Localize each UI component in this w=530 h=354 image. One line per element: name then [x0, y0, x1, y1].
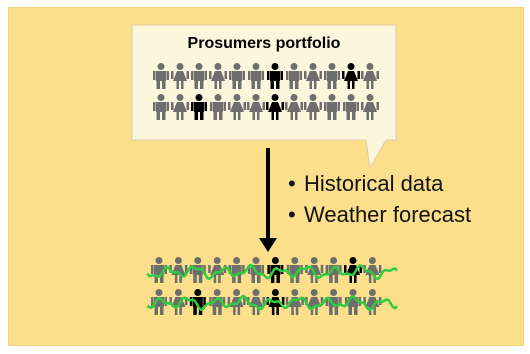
forecast-person-r2-c6: [247, 289, 265, 315]
down-arrow-head: [259, 238, 277, 252]
forecast-person-r2-c9: [305, 289, 324, 315]
portfolio-title: Prosumers portfolio: [188, 35, 341, 52]
portfolio-person-r1-c8: [286, 63, 302, 89]
portfolio-person-r1-c6: [248, 63, 264, 89]
portfolio-person-r2-c9: [304, 94, 322, 120]
portfolio-person-r1-c10: [324, 63, 340, 89]
forecast-person-r2-c2: [169, 289, 188, 315]
portfolio-person-r2-c11: [343, 94, 359, 120]
forecast-person-r2-c10: [325, 289, 342, 315]
forecast-person-r2-c4: [209, 289, 226, 315]
portfolio-person-r2-c5: [228, 94, 246, 120]
input-item-weather: •Weather forecast: [288, 199, 471, 230]
forecast-person-r1-c10: [325, 257, 342, 283]
portfolio-person-r2-c10: [324, 94, 340, 120]
portfolio-callout: [131, 24, 397, 170]
forecast-person-r2-c1: [151, 289, 167, 315]
portfolio-person-r2-c3: [191, 94, 207, 120]
portfolio-person-r2-c1: [153, 94, 169, 120]
input-item-historical: •Historical data: [288, 168, 471, 199]
input-list: •Historical data •Weather forecast: [288, 168, 471, 230]
portfolio-person-r1-c7: [267, 63, 283, 89]
portfolio-person-r2-c2: [171, 94, 189, 120]
portfolio-person-r2-c6: [247, 94, 265, 120]
forecast-curve-row2: [146, 294, 398, 312]
portfolio-person-r1-c4: [209, 63, 227, 89]
forecast-curve-row1: [146, 263, 398, 281]
forecast-person-r1-c2: [169, 257, 188, 283]
portfolio-person-r1-c1: [153, 63, 169, 89]
portfolio-person-r1-c11: [342, 63, 360, 89]
portfolio-person-r1-c3: [191, 63, 207, 89]
forecast-person-r1-c11: [344, 257, 362, 283]
portfolio-person-r1-c9: [304, 63, 322, 89]
portfolio-people: [153, 63, 379, 120]
forecast-person-r1-c5: [228, 257, 245, 283]
portfolio-person-r1-c5: [229, 63, 245, 89]
portfolio-person-r1-c12: [361, 63, 379, 89]
forecast-curves: [146, 263, 398, 312]
forecast-people: [151, 257, 382, 315]
forecast-person-r2-c3: [189, 289, 206, 315]
portfolio-person-r2-c8: [285, 94, 303, 120]
portfolio-person-r2-c7: [266, 94, 284, 120]
portfolio-person-r1-c2: [171, 63, 189, 89]
forecast-person-r2-c8: [285, 289, 304, 315]
bullet-icon: •: [288, 202, 296, 227]
portfolio-person-r2-c12: [361, 94, 379, 120]
portfolio-person-r2-c4: [210, 94, 226, 120]
bullet-icon: •: [288, 171, 296, 196]
